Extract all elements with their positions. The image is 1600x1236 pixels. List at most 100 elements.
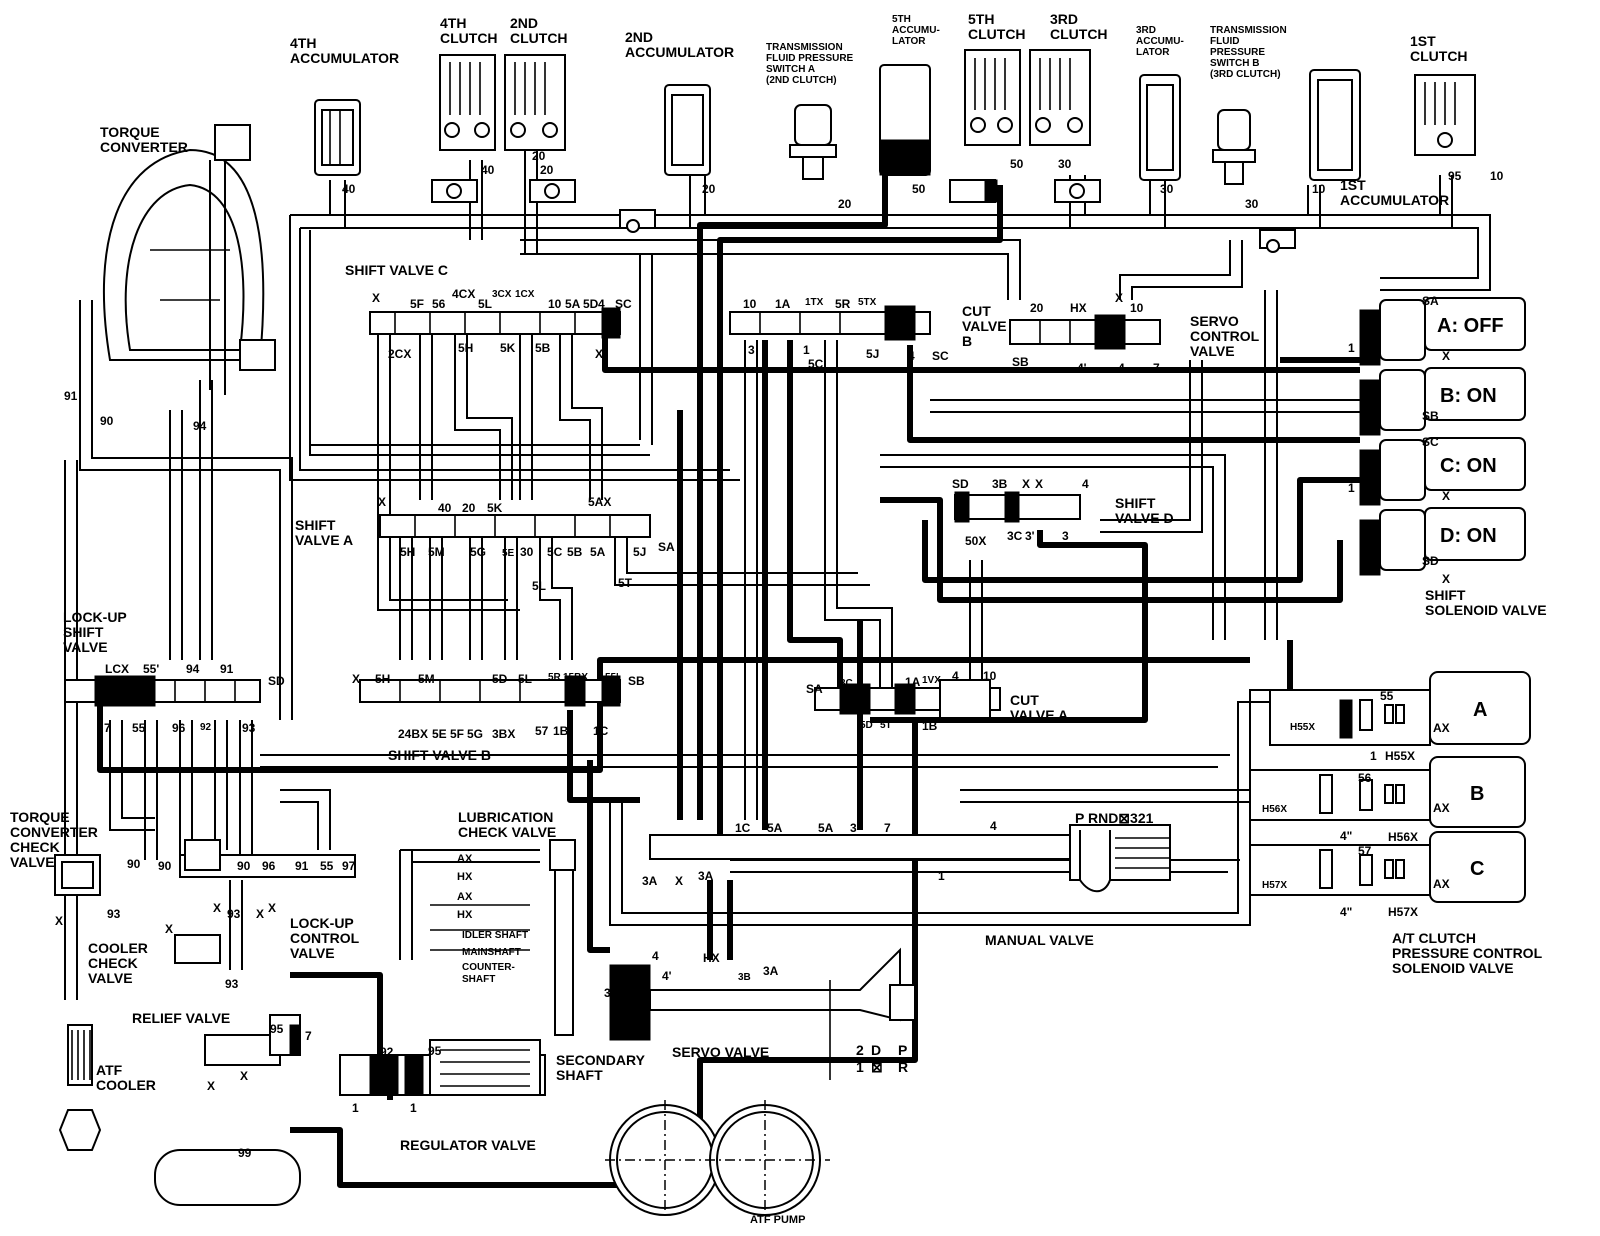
cooler-check-valve (174, 934, 221, 964)
port-label: 5A (590, 545, 606, 559)
servo-valve (609, 947, 916, 1080)
port-label: 30 (1160, 182, 1174, 196)
port-label: 5D (583, 297, 599, 311)
port-label: 4 (990, 819, 997, 833)
servo-position-1: 1 (856, 1059, 864, 1075)
port-label: H55X (1290, 722, 1315, 733)
port-label: 96 (262, 859, 276, 873)
port-label: 4' (1077, 361, 1087, 375)
pcsv-unit-c (1249, 831, 1526, 903)
shift-valve-b (359, 675, 621, 707)
secondary-shaft (549, 839, 576, 1036)
port-labels: X 5F 56 4CX 5L 3CX 1CX 10 5A 5D 4 SC 2CX… (55, 149, 1504, 1160)
port-label: 10 (548, 297, 562, 311)
relief-valve (204, 1014, 301, 1066)
port-label: HX (703, 951, 720, 965)
port-label: 10 (1130, 301, 1144, 315)
port-label: X (256, 907, 264, 921)
shift-solenoid-b (1359, 367, 1526, 436)
port-label: 20 (540, 163, 554, 177)
shift-valve-c (369, 307, 621, 339)
port-label: 1A (905, 675, 921, 689)
port-label: SA (658, 540, 675, 554)
port-label: 3A (763, 964, 779, 978)
check-valve-top (619, 209, 656, 233)
servo-position-d: D (871, 1042, 881, 1058)
port-label: 55' (143, 662, 159, 676)
port-label: AX (1433, 801, 1450, 815)
port-label: 91 (220, 662, 234, 676)
port-label: SB (1422, 409, 1439, 423)
port-label: 10 (1312, 182, 1326, 196)
shift-valve-a (379, 514, 651, 538)
port-label: 5E (502, 548, 515, 559)
port-label: 4 (952, 669, 959, 683)
port-label: 20 (702, 182, 716, 196)
port-label: 5J (866, 347, 879, 361)
solenoid-d-state: D: ON (1440, 525, 1497, 547)
port-label: 5R (548, 672, 562, 683)
port-label: 5TX (858, 297, 877, 308)
port-label: 3B (738, 972, 751, 983)
port-label: 5L (532, 579, 546, 593)
port-label: 90 (127, 857, 141, 871)
clutch-2nd (504, 54, 566, 151)
port-label: 95 (1448, 169, 1462, 183)
port-label: 93 (227, 907, 241, 921)
port-label: 93 (242, 721, 256, 735)
pcsv-a-label: A (1473, 699, 1487, 721)
port-label: X (1442, 349, 1450, 363)
port-label: SB (1012, 355, 1029, 369)
manual-valve (649, 824, 1171, 893)
port-label: 91 (295, 859, 309, 873)
port-label: 10 (743, 297, 757, 311)
port-label: 40 (342, 182, 356, 196)
servo-control-valve (1009, 314, 1161, 350)
accumulator-3rd (1139, 74, 1181, 181)
torque-converter-check-valve (54, 854, 101, 896)
port-label: 5G (467, 727, 483, 741)
lock-up-control-valve (179, 839, 356, 878)
port-label: SC (615, 297, 632, 311)
shift-solenoid-c (1359, 437, 1526, 506)
port-label: 4 (598, 297, 605, 311)
port-label: SA (806, 682, 823, 696)
solenoid-a-state: A: OFF (1437, 315, 1504, 337)
port-label: 3BX (492, 727, 515, 741)
port-label: 5D (860, 720, 873, 731)
port-label: H55X (1385, 749, 1415, 763)
port-label: 5AX (588, 495, 611, 509)
lube-point-hx-2: HX (457, 909, 473, 921)
port-label: 1 (938, 869, 945, 883)
label-atf-pump: ATF PUMP (750, 1214, 805, 1226)
port-label: AX (1433, 877, 1450, 891)
port-label: 3 (1062, 529, 1069, 543)
port-label: 1A (775, 297, 791, 311)
port-label: 5K (487, 501, 503, 515)
port-label: 91 (64, 389, 78, 403)
port-label: 1B (553, 724, 569, 738)
port-label: 4CX (452, 287, 475, 301)
solenoid-b-state: B: ON (1440, 385, 1497, 407)
port-label: 5R (835, 297, 851, 311)
check-valve-1st (1259, 229, 1296, 253)
port-label: 1C (593, 724, 609, 738)
port-label: 90 (100, 414, 114, 428)
port-label: X (1115, 291, 1123, 305)
port-label: X (207, 1079, 215, 1093)
port-label: SB (628, 674, 645, 688)
clutch-5th (964, 49, 1021, 146)
port-label: 5M (428, 545, 445, 559)
port-label: 3' (1025, 529, 1035, 543)
port-label: 1 (410, 1101, 417, 1115)
